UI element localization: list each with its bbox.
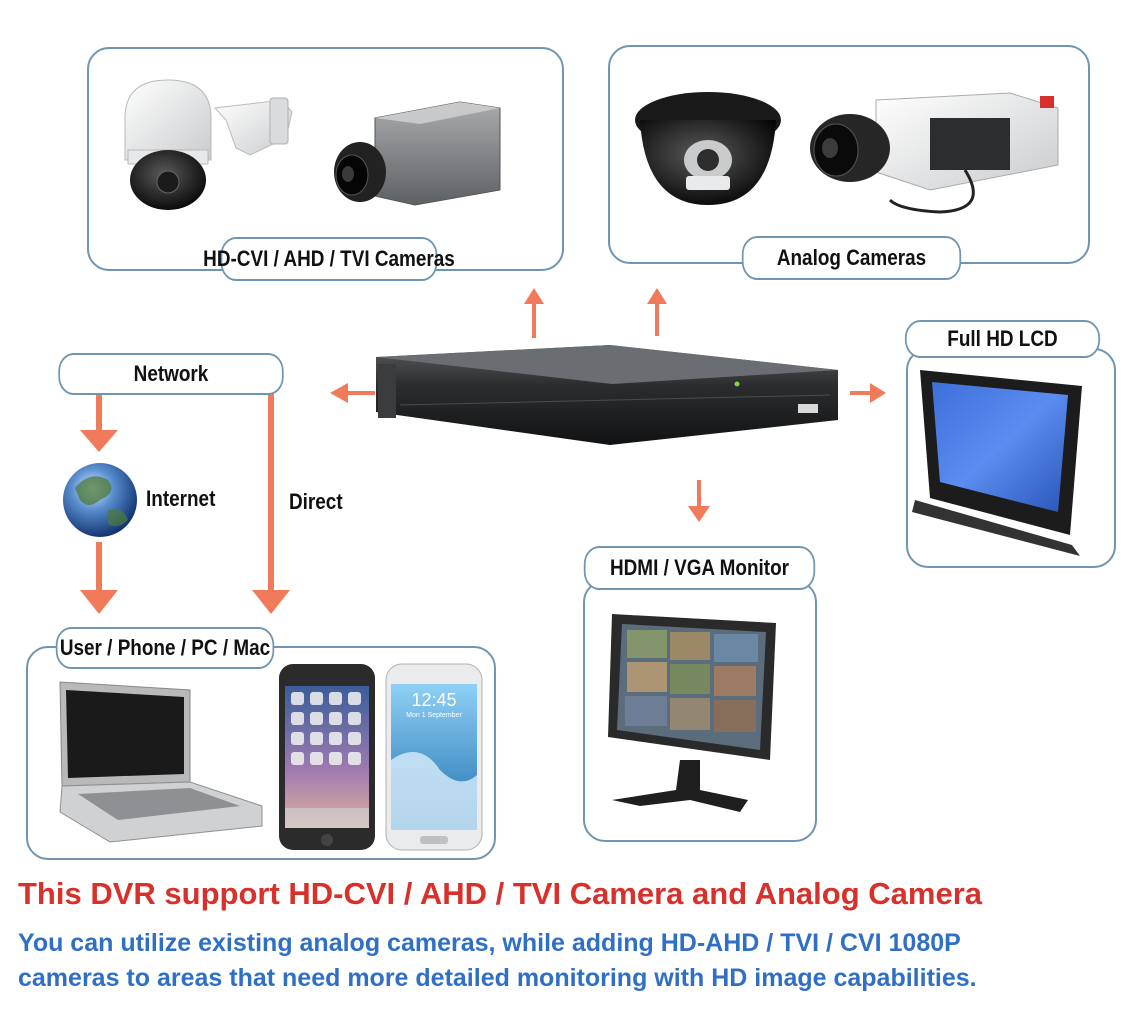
full-hd-lcd-label: Full HD LCD [904,320,1101,358]
analog-cameras-label: Analog Cameras [741,236,962,280]
android-phone-image [385,663,483,851]
internet-label: Internet [146,486,216,511]
caption-sub-line2: cameras to areas that need more detailed… [18,964,977,992]
caption-main: This DVR support HD-CVI / AHD / TVI Came… [18,876,983,911]
ptz-camera-image [124,79,293,210]
arrow-to-analog-cameras [647,288,667,336]
phone-date: Mon 1 September [406,712,462,719]
arrow-to-lcd [850,383,886,403]
direct-label: Direct [289,489,343,514]
arrow-to-hdmi-monitor [688,480,710,522]
arrow-network-to-internet [80,394,118,452]
hd-cameras-label: HD-CVI / AHD / TVI Cameras [203,237,455,281]
dome-camera-image [635,92,781,205]
caption-sub-line1: You can utilize existing analog cameras,… [18,929,961,957]
arrow-to-network [330,383,375,403]
phone-clock: 12:45 [411,690,457,710]
laptop-image [59,681,263,843]
box-camera-analog-image [810,92,1059,214]
iphone-image [279,664,375,850]
box-camera-hd-image [334,101,501,206]
arrow-direct-to-user [252,394,290,614]
arrow-to-hd-cameras [524,288,544,338]
network-label: Network [58,353,284,395]
hdmi-vga-monitor-label: HDMI / VGA Monitor [583,546,816,590]
arrow-internet-to-user [80,542,118,614]
lcd-tv-image [912,370,1082,556]
connection-arrows [80,288,886,614]
hdmi-monitor-image [608,614,776,812]
user-devices-label: User / Phone / PC / Mac [55,627,275,669]
globe-icon [63,463,137,537]
dvr-recorder-image [376,345,838,445]
